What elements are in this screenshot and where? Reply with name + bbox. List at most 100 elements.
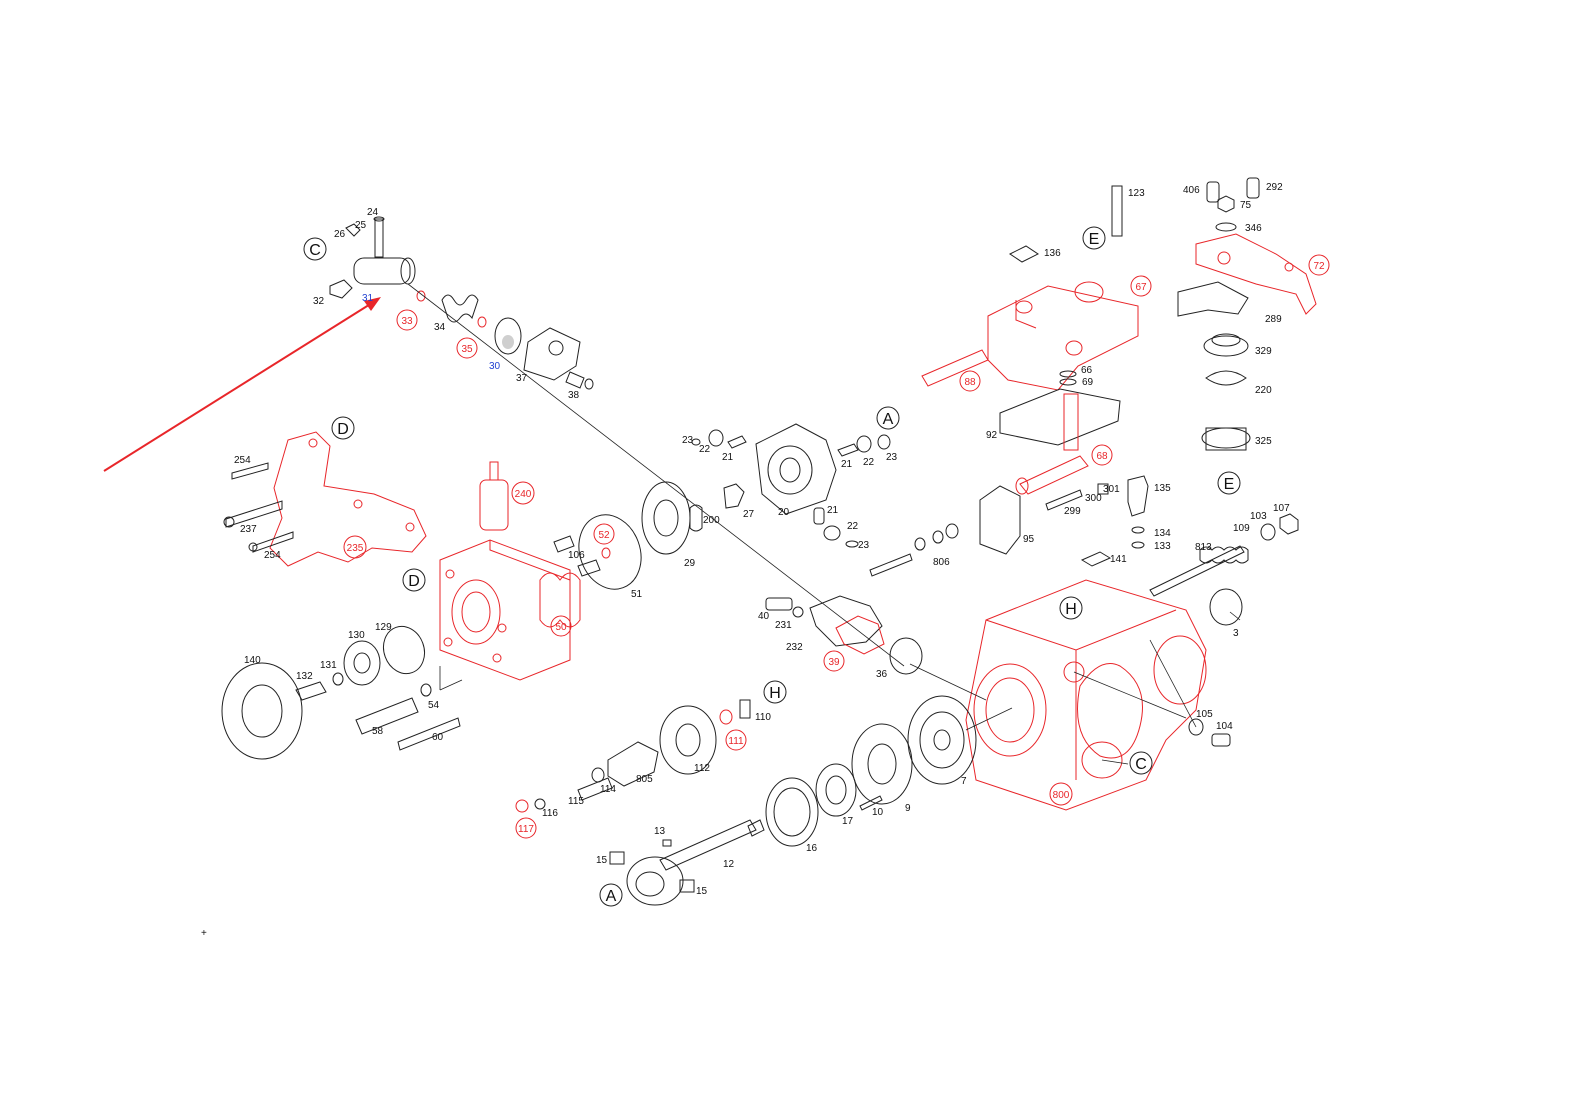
part-group-governor-cover [921, 185, 1139, 495]
part-label: 7 [961, 776, 967, 787]
part-label: 289 [1265, 314, 1282, 325]
part-group-c-solenoid [329, 216, 594, 390]
svg-text:111: 111 [728, 736, 744, 747]
part-labels-black: 24 25 26 32 34 37 38 254 237 254 106 51 … [234, 182, 1290, 897]
part-label: 232 [786, 642, 803, 653]
part-label: 105 [1196, 709, 1213, 720]
part-label: 110 [755, 712, 771, 723]
ref-marker-a-shaft: A [599, 883, 623, 907]
part-label: 22 [699, 444, 711, 455]
red-part-label: 39 [823, 650, 845, 672]
part-label: 34 [434, 322, 446, 333]
red-part-label: 33 [396, 309, 418, 331]
part-label: 254 [264, 550, 281, 561]
part-labels-blue: 30 31 [362, 293, 501, 372]
ref-marker-a-cam: A [876, 406, 900, 430]
part-label: 15 [696, 886, 708, 897]
part-label: 292 [1266, 182, 1283, 193]
red-part-label: 235 [343, 535, 367, 559]
part-label: 31 [362, 293, 374, 304]
part-label: 12 [723, 859, 735, 870]
part-label: 346 [1245, 223, 1262, 234]
part-label: 24 [367, 207, 379, 218]
part-group-gear-train [515, 595, 923, 813]
svg-text:52: 52 [598, 530, 610, 541]
part-label: 75 [1240, 200, 1252, 211]
part-label: 107 [1273, 503, 1290, 514]
svg-text:D: D [408, 573, 420, 590]
svg-text:E: E [1224, 476, 1235, 493]
part-group-drive [221, 625, 461, 760]
part-group-main-housing [965, 513, 1299, 811]
part-group-feed-pump [578, 481, 745, 590]
part-group-pump-head [439, 461, 611, 681]
svg-text:C: C [1135, 756, 1147, 773]
part-label: 301 [1103, 484, 1120, 495]
red-part-label: 50 [550, 615, 572, 637]
part-label: 220 [1255, 385, 1272, 396]
part-label: 69 [1082, 377, 1094, 388]
part-label: 115 [568, 796, 584, 807]
part-group-lever [1177, 177, 1317, 451]
part-label: 22 [847, 521, 859, 532]
part-label: 9 [905, 803, 911, 814]
part-label: 129 [375, 622, 392, 633]
part-label: 10 [872, 807, 884, 818]
part-label: 104 [1216, 721, 1233, 732]
part-label: 116 [542, 808, 558, 819]
red-part-label: 68 [1091, 444, 1113, 466]
part-group-governor-parts [869, 475, 1149, 577]
red-part-label: 117 [515, 817, 537, 839]
svg-text:D: D [337, 421, 349, 438]
part-label: 21 [841, 459, 853, 470]
part-label: 805 [636, 774, 653, 785]
part-label: 60 [432, 732, 444, 743]
red-part-label: 72 [1308, 254, 1330, 276]
svg-text:50: 50 [555, 622, 567, 633]
part-label: 36 [876, 669, 888, 680]
part-label: 30 [489, 361, 501, 372]
part-group-cam-plate [691, 423, 891, 548]
svg-text:E: E [1089, 231, 1100, 248]
svg-text:240: 240 [515, 489, 532, 500]
part-label: 130 [348, 630, 365, 641]
svg-text:A: A [606, 888, 617, 905]
part-labels-red: 33 35 240 235 52 50 88 67 72 68 39 111 1… [343, 254, 1330, 839]
part-label: 54 [428, 700, 440, 711]
part-label: 254 [234, 455, 251, 466]
part-label: 231 [775, 620, 792, 631]
part-label: 136 [1044, 248, 1061, 259]
part-label: 27 [743, 509, 755, 520]
part-label: 112 [694, 763, 710, 774]
part-label: 23 [858, 540, 870, 551]
svg-text:35: 35 [461, 344, 473, 355]
svg-text:33: 33 [401, 316, 413, 327]
svg-text:C: C [309, 242, 321, 259]
part-label: 66 [1081, 365, 1093, 376]
part-label: 109 [1233, 523, 1250, 534]
part-label: 16 [806, 843, 818, 854]
ref-marker-h-gear: H [763, 680, 787, 704]
svg-text:68: 68 [1096, 451, 1108, 462]
part-label: 131 [320, 660, 337, 671]
ref-marker-c-housing: C [1129, 751, 1153, 775]
part-label: 806 [933, 557, 950, 568]
part-label: 237 [240, 524, 257, 535]
part-label: 32 [313, 296, 325, 307]
part-label: 299 [1064, 506, 1081, 517]
part-group-drive-shaft [609, 695, 977, 906]
ref-marker-d-pump: D [402, 568, 426, 592]
svg-text:H: H [769, 685, 781, 702]
part-label: 13 [654, 826, 666, 837]
part-label: 200 [703, 515, 720, 526]
svg-text:A: A [883, 411, 894, 428]
part-group-d-bracket [223, 431, 427, 567]
ref-marker-c-top: C [303, 237, 327, 261]
small-mark: + [201, 928, 207, 939]
ref-marker-e-cover: E [1082, 226, 1106, 250]
part-label: 3 [1233, 628, 1239, 639]
svg-text:67: 67 [1135, 282, 1147, 293]
pointer-arrow [103, 297, 381, 472]
ref-marker-d-bracket: D [331, 416, 355, 440]
part-label: 26 [334, 229, 346, 240]
